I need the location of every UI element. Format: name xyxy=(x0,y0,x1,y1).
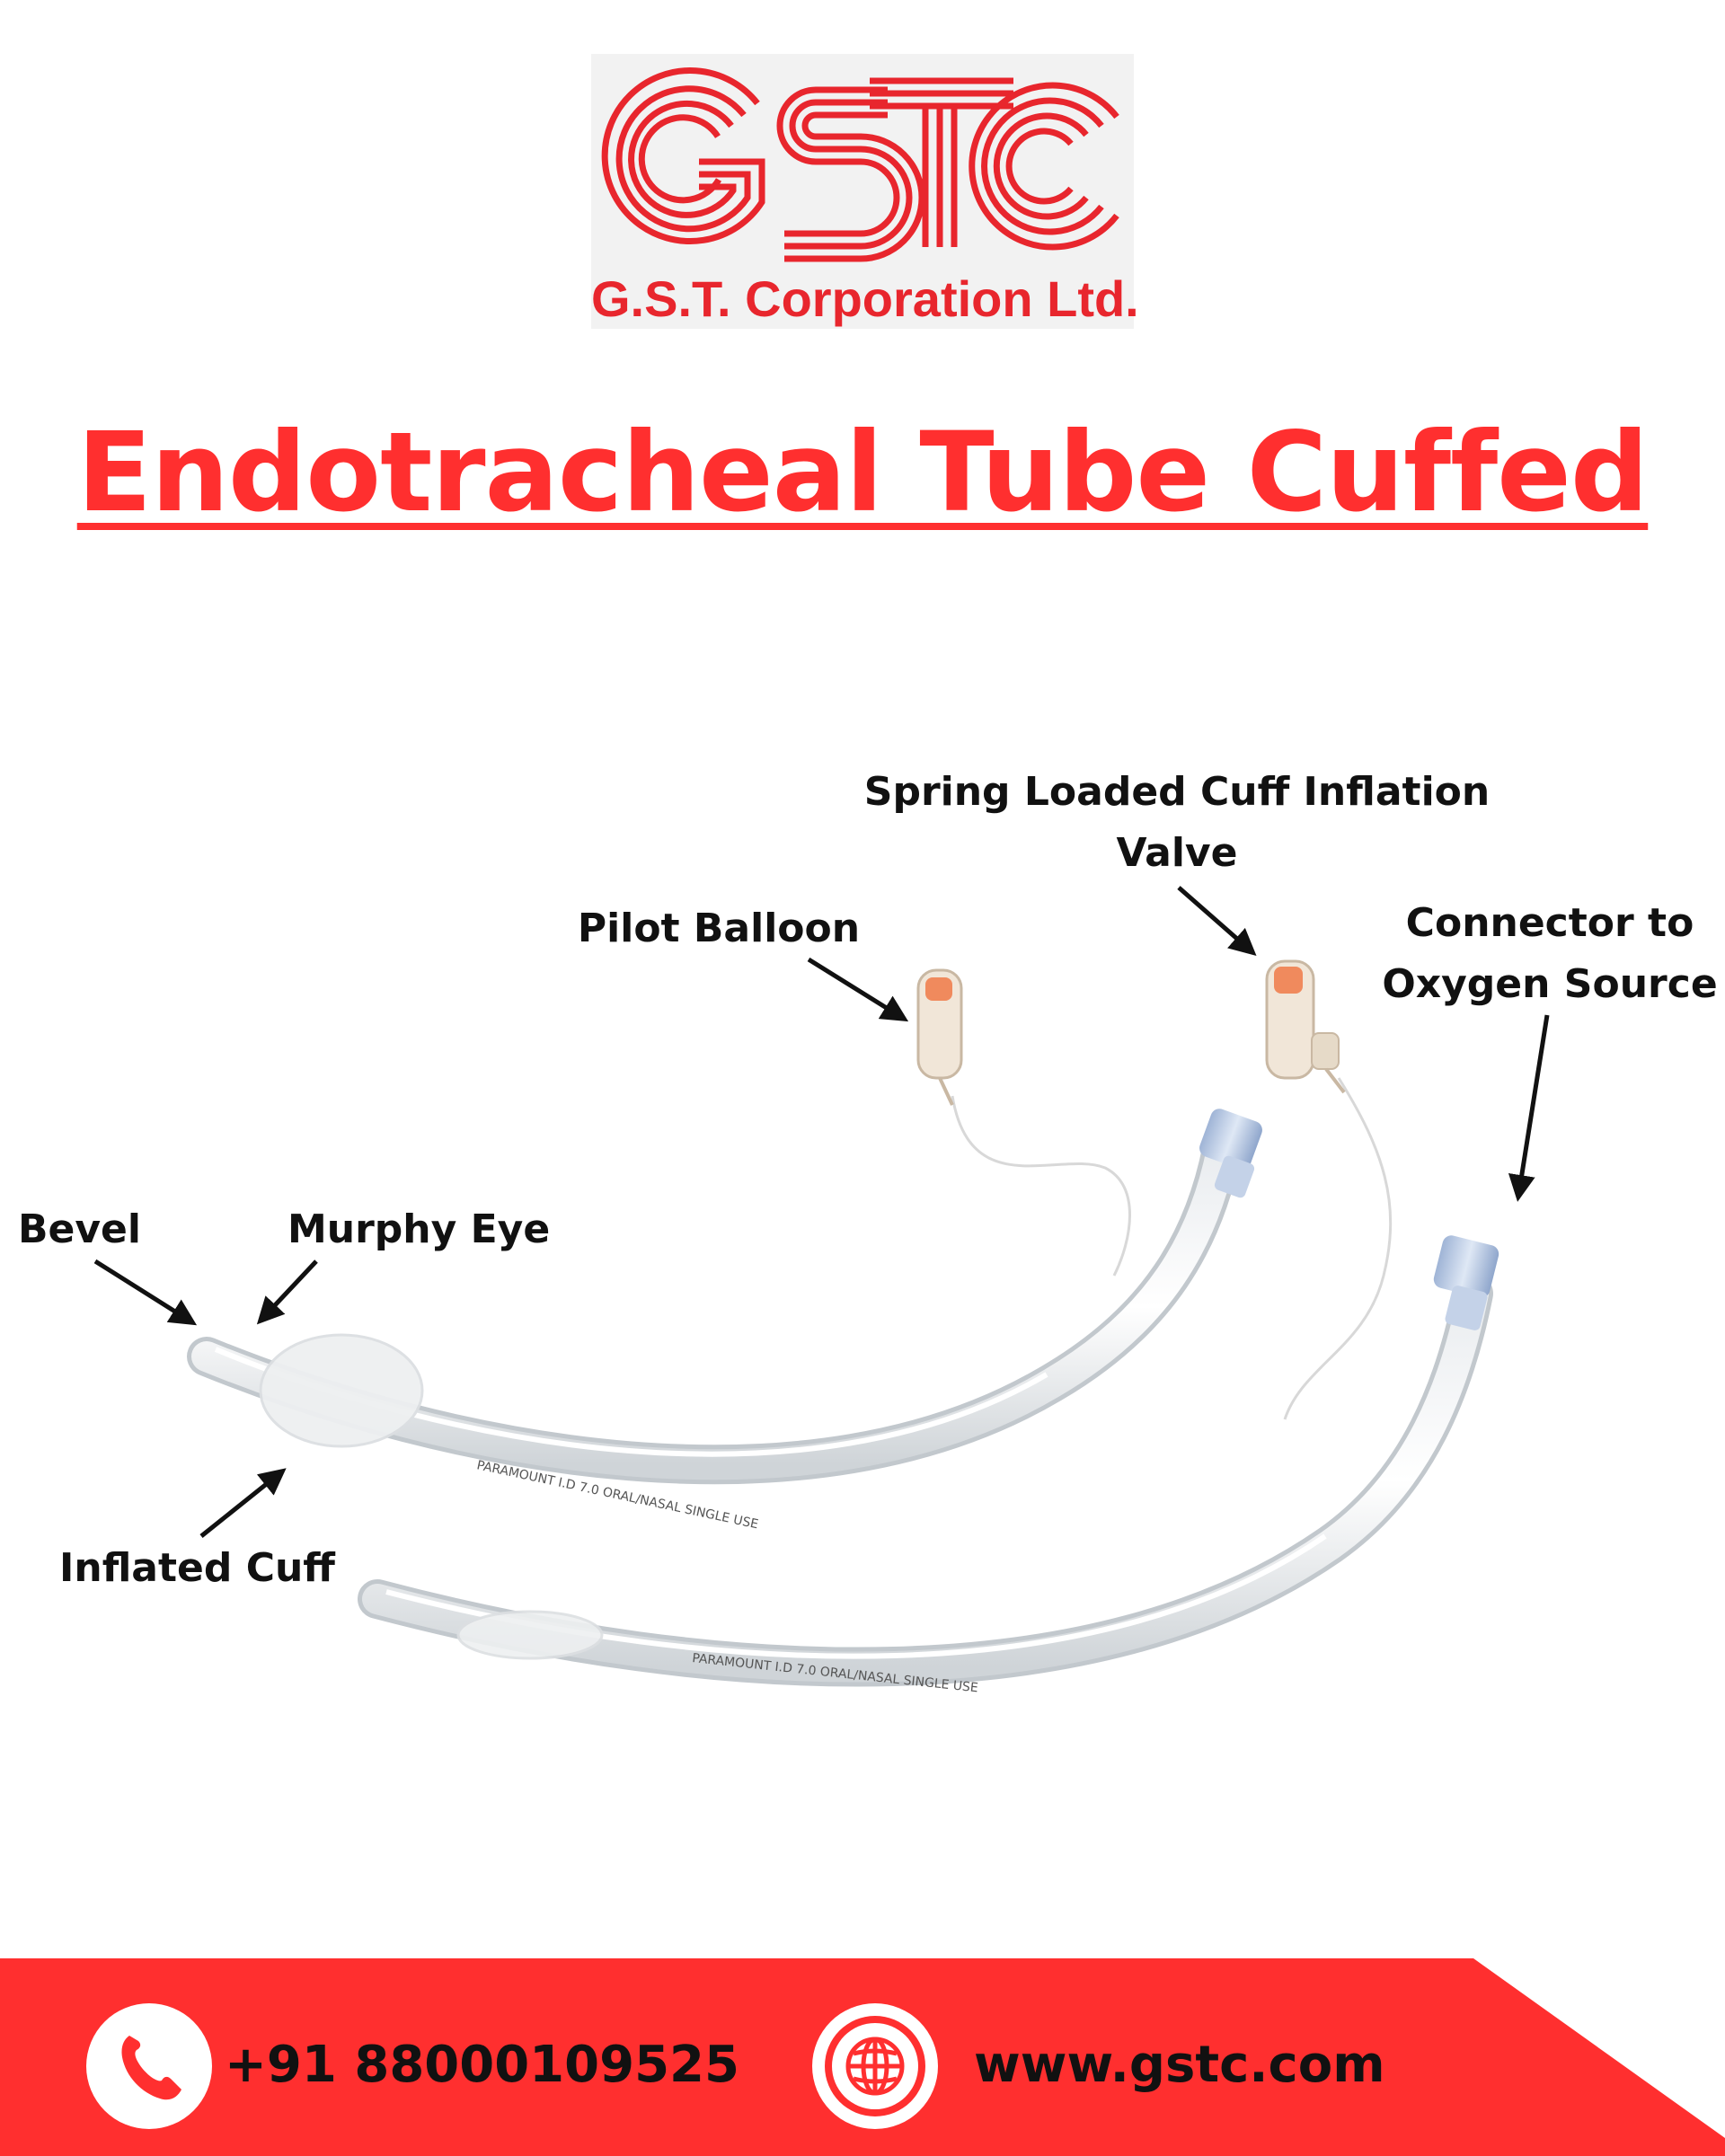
arrow-connector xyxy=(1508,1014,1550,1202)
inflation-line-upper xyxy=(951,1095,1131,1277)
cuff-inflation-valve xyxy=(1265,959,1346,1094)
upper-tube: PARAMOUNT I.D 7.0 ORAL/NASAL SINGLE USE xyxy=(187,1109,1262,1532)
arrow-valve xyxy=(1177,886,1257,956)
inflated-cuff xyxy=(259,1333,424,1448)
label-cuff-inflation-valve: Spring Loaded Cuff Inflation Valve xyxy=(863,769,1491,876)
logo: G.S.T. Corporation Ltd. xyxy=(591,54,1139,329)
label-bevel: Bevel xyxy=(18,1206,141,1252)
phone-icon[interactable] xyxy=(86,2003,212,2129)
arrow-murphy-eye xyxy=(256,1259,318,1325)
footer: +91 88000109525 www.gstc.com xyxy=(0,1958,1725,2156)
arrow-bevel xyxy=(93,1259,198,1326)
phone-number[interactable]: +91 88000109525 xyxy=(225,2036,739,2094)
lower-tube: PARAMOUNT I.D 7.0 ORAL/NASAL SINGLE USE xyxy=(358,1235,1499,1695)
company-name: G.S.T. Corporation Ltd. xyxy=(591,270,1139,327)
label-murphy-eye: Murphy Eye xyxy=(288,1206,551,1252)
website-link[interactable]: www.gstc.com xyxy=(974,2036,1385,2094)
endotracheal-tube-diagram: PARAMOUNT I.D 7.0 ORAL/NASAL SINGLE USE … xyxy=(93,886,1550,1695)
connector-upper xyxy=(1199,1109,1262,1198)
arrow-pilot-balloon xyxy=(807,957,909,1022)
label-inflated-cuff: Inflated Cuff xyxy=(59,1545,335,1591)
gstc-logo-mark xyxy=(601,67,1119,262)
connector-lower xyxy=(1433,1235,1499,1330)
page-title: Endotracheal Tube Cuffed xyxy=(76,409,1650,536)
label-connector: Connector to Oxygen Source xyxy=(1382,900,1718,1007)
globe-icon[interactable] xyxy=(812,2003,938,2129)
pilot-balloon xyxy=(916,968,963,1106)
deflated-cuff xyxy=(456,1610,604,1660)
inflation-line-lower xyxy=(1283,1077,1393,1420)
label-pilot-balloon: Pilot Balloon xyxy=(577,906,861,951)
arrow-inflated-cuff xyxy=(199,1468,287,1538)
